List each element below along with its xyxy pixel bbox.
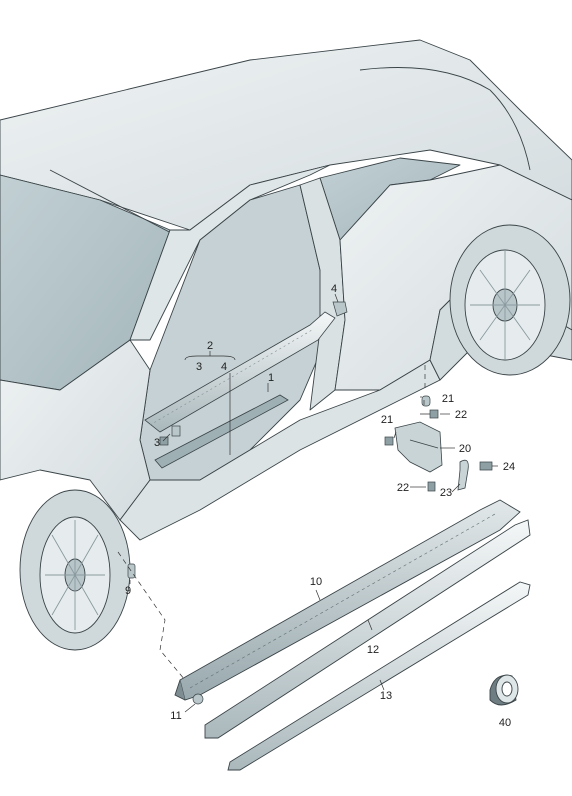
trim-strip-13: [227, 581, 531, 771]
scuff-plate: [154, 394, 289, 469]
callout-4: 4: [331, 283, 337, 295]
leader-lines: [117, 293, 498, 713]
clip-icon: [421, 395, 431, 407]
callout-21-top: 21: [442, 393, 454, 405]
callout-3-group: 3: [196, 361, 202, 373]
wheel-icon: [449, 224, 571, 376]
clip-icon: [159, 436, 169, 446]
clip-icon: [429, 409, 439, 419]
callout-4-group: 4: [221, 361, 227, 373]
screw-24: [479, 461, 493, 471]
callout-9: 9: [125, 585, 131, 597]
inner-sill-trim: [144, 311, 336, 433]
callout-12: 12: [367, 644, 379, 656]
callout-40: 40: [499, 717, 511, 729]
bracket-20: [394, 421, 443, 473]
tape-roll-icon: [489, 674, 519, 706]
callout-21-left: 21: [381, 414, 393, 426]
callout-labels: 1 2 3 4 3 4 9 10 11 12 13 20 21 21 22 22…: [125, 283, 515, 729]
clip-icon: [384, 436, 394, 446]
callout-10: 10: [310, 576, 322, 588]
callout-1: 1: [268, 372, 274, 384]
strap-23: [457, 459, 469, 491]
callout-23: 23: [440, 487, 452, 499]
callout-13: 13: [380, 690, 392, 702]
side-skirt-10: [174, 499, 521, 701]
clip-icon: [332, 301, 348, 317]
trim-strip-12: [204, 519, 531, 739]
callout-20: 20: [459, 443, 471, 455]
callout-3: 3: [154, 437, 160, 449]
clip-icon: [192, 693, 204, 705]
callout-22-top: 22: [455, 409, 467, 421]
wheel-icon: [19, 489, 131, 651]
callout-2: 2: [207, 340, 213, 352]
callout-11: 11: [170, 710, 181, 722]
callout-22-bottom: 22: [397, 482, 409, 494]
clip-icon: [171, 425, 181, 437]
clip-icon: [127, 563, 136, 579]
clip-icon: [427, 481, 436, 492]
callout-24: 24: [503, 461, 515, 473]
